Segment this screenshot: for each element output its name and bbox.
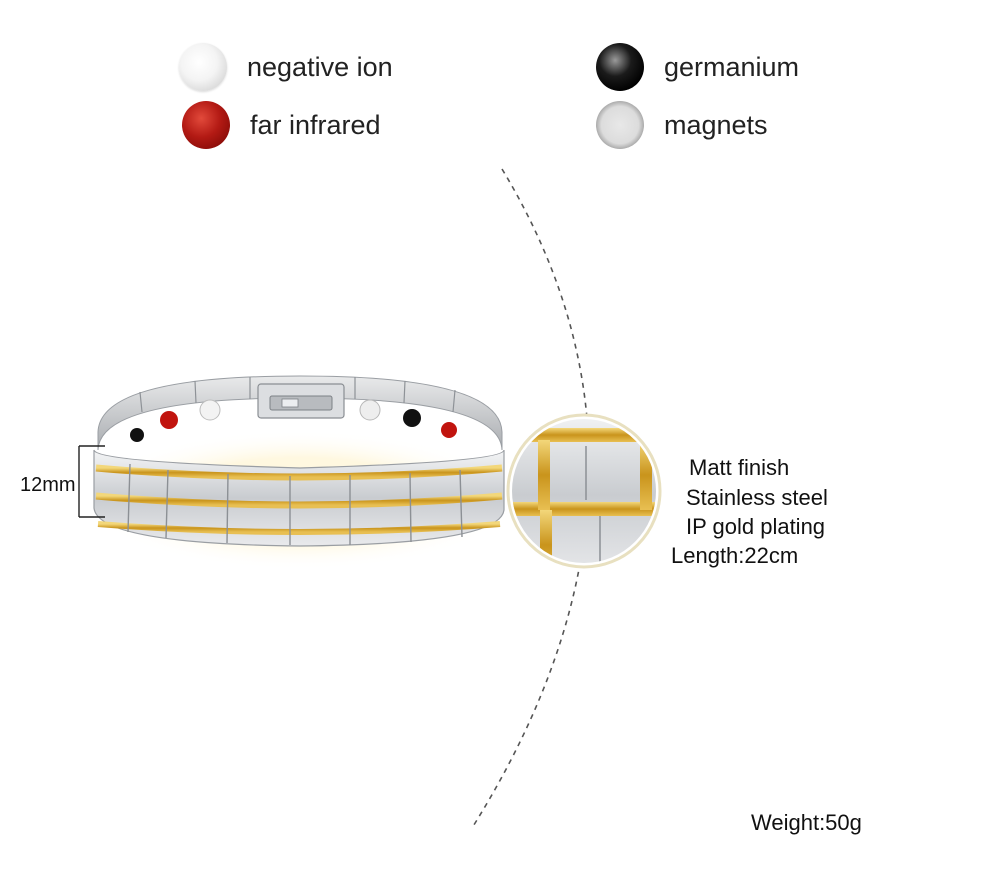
- legend-label: magnets: [664, 109, 768, 140]
- legend-germanium: germanium: [596, 43, 799, 91]
- legend-label: germanium: [664, 51, 800, 82]
- bracelet: [93, 375, 505, 547]
- legend-label: far infrared: [250, 109, 381, 140]
- width-dimension-label: 12mm: [20, 474, 76, 496]
- black-stone-icon: [403, 409, 421, 427]
- red-stone-icon: [441, 422, 457, 438]
- red-stone-icon: [182, 101, 230, 149]
- spec-plating: IP gold plating: [686, 514, 826, 539]
- white-stone-icon: [179, 43, 227, 91]
- legend-magnets: magnets: [596, 101, 768, 149]
- white-stone-icon: [199, 399, 221, 421]
- red-stone-icon: [160, 411, 178, 429]
- dashed-arc: [471, 168, 590, 829]
- grey-stone-icon: [596, 101, 644, 149]
- zoom-detail: [506, 413, 662, 569]
- black-stone-icon: [596, 43, 644, 91]
- black-stone-icon: [130, 428, 144, 442]
- dimension-bracket: [78, 445, 105, 518]
- legend-label: negative ion: [247, 51, 393, 82]
- legend-far-infrared: far infrared: [182, 101, 381, 149]
- spec-length: Length:22cm: [671, 543, 799, 568]
- legend-negative-ion: negative ion: [179, 43, 393, 91]
- spec-material: Stainless steel: [686, 485, 828, 510]
- spec-finish: Matt finish: [689, 455, 790, 480]
- grey-stone-icon: [359, 399, 381, 421]
- spec-weight: Weight:50g: [751, 810, 862, 835]
